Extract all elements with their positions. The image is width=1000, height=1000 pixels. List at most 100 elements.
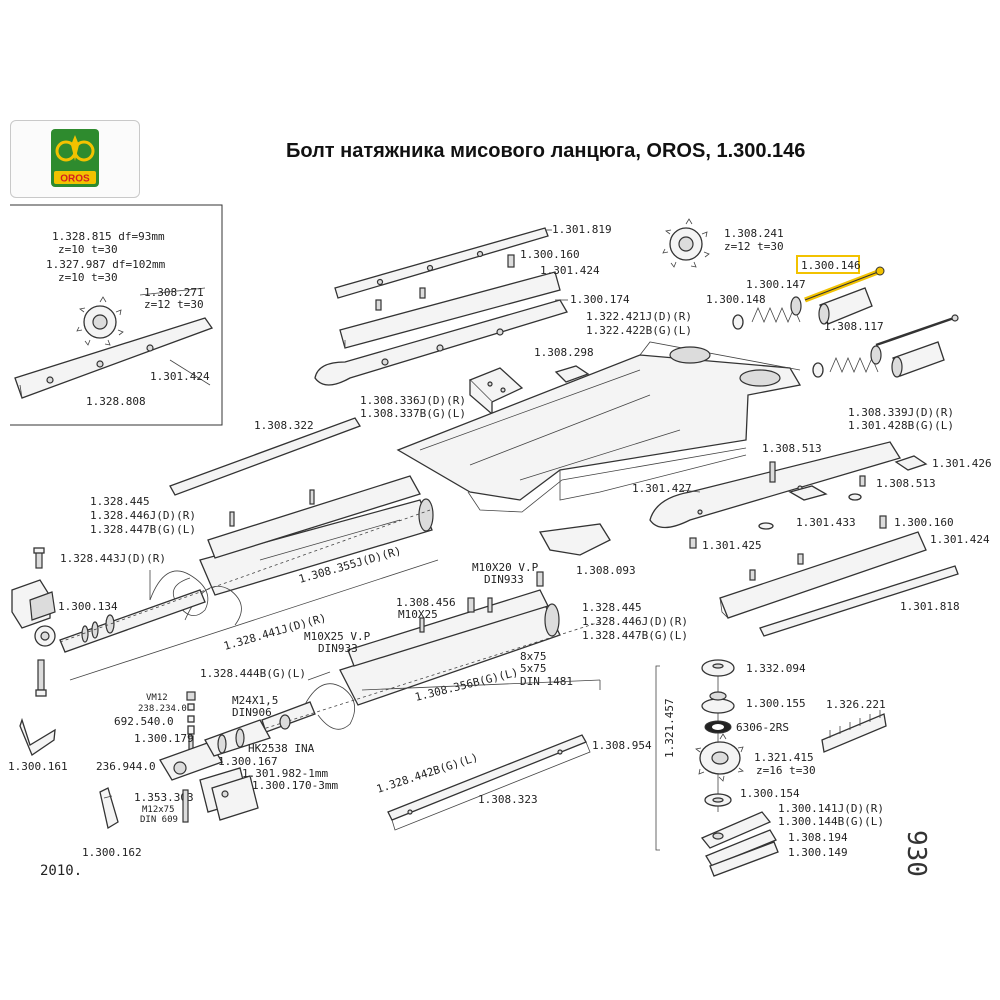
bolt-1300160-right — [879, 515, 887, 529]
label-1300170: 1.300.170-3mm — [252, 779, 338, 792]
label-din906: DIN906 — [232, 706, 272, 719]
label-1301428: 1.301.428B(G)(L) — [848, 419, 954, 432]
label-1308337: 1.308.337B(G)(L) — [360, 407, 466, 420]
logo-text: OROS — [60, 174, 90, 185]
label-1308093: 1.308.093 — [576, 564, 636, 577]
rail-1328442 — [387, 734, 591, 831]
label-1322422: 1.322.422B(G)(L) — [586, 324, 692, 337]
cap-1332094 — [701, 659, 735, 812]
label-1308117: 1.308.117 — [824, 320, 884, 333]
label-1300179: 1.300.179 — [134, 732, 194, 745]
page-title: Болт натяжника мисового ланцюга, OROS, 1… — [286, 140, 806, 162]
label-hk2538: HK2538 INA — [248, 742, 315, 755]
label-1300147: 1.300.147 — [746, 278, 806, 291]
label-1321457: 1.321.457 — [663, 698, 676, 758]
bearing-6306 — [704, 720, 732, 734]
label-1308513-b: 1.308.513 — [876, 477, 936, 490]
page-code: 930 — [901, 830, 931, 877]
label-1300141: 1.300.141J(D)(R) — [778, 802, 884, 815]
label-1308954: 1.308.954 — [592, 739, 652, 752]
label-8x75: 8x75 — [520, 650, 547, 663]
label-1326221: 1.326.221 — [826, 698, 886, 711]
oros-logo: OROS — [10, 120, 140, 198]
label-1301424-right: 1.301.424 — [930, 533, 990, 546]
label-1300174: 1.300.174 — [570, 293, 630, 306]
label-1328444: 1.328.444B(G)(L) — [200, 667, 306, 680]
rail-1301424-top — [339, 271, 561, 349]
label-1301818: 1.301.818 — [900, 600, 960, 613]
tensioner-bolt-lower — [812, 314, 959, 378]
label-1300154: 1.300.154 — [740, 787, 800, 800]
label-1328815: 1.328.815 df=93mm — [52, 230, 165, 243]
label-1300148: 1.300.148 — [706, 293, 766, 306]
label-1300144: 1.300.144B(G)(L) — [778, 815, 884, 828]
tube-1308117 — [818, 287, 873, 325]
inset-sprocket — [76, 296, 124, 346]
label-1301427: 1.301.427 — [632, 482, 692, 495]
sprocket-1308241 — [662, 218, 710, 268]
label-m24: M24X1,5 — [232, 694, 278, 707]
label-1308298: 1.308.298 — [534, 346, 594, 359]
logo-text-bar — [54, 171, 96, 184]
label-1300160-top: 1.300.160 — [520, 248, 580, 261]
label-1308241: 1.308.241 — [724, 227, 784, 240]
label-1301426: 1.301.426 — [932, 457, 992, 470]
inset-strike-line-2 — [169, 359, 211, 386]
label-1332094: 1.332.094 — [746, 662, 806, 675]
label-1300161: 1.300.161 — [8, 760, 68, 773]
shaft-left — [59, 589, 206, 653]
label-1300162: 1.300.162 — [82, 846, 142, 859]
label-238234: 238.234.0 — [138, 704, 187, 714]
inset-frame — [10, 204, 223, 426]
label-m10x25-a: M10X25 — [398, 608, 438, 621]
year-label: 2010. — [40, 863, 82, 879]
label-6306: 6306-2RS — [736, 721, 789, 734]
sprocket-1321415 — [695, 733, 744, 782]
label-din1481: DIN 1481 — [520, 675, 573, 688]
auger-tube-1308356 — [261, 589, 561, 733]
label-1328447-a: 1.328.447B(G)(L) — [90, 523, 196, 536]
highlight-box-1300146 — [796, 255, 860, 274]
label-din933-b: DIN933 — [318, 642, 358, 655]
divider-plate-1308339 — [649, 441, 902, 529]
bracket-1301427 — [788, 485, 862, 501]
plate-1300149 — [709, 841, 779, 877]
label-1300167: 1.300.167 — [218, 755, 278, 768]
label-1328815-z: z=10 t=30 — [58, 243, 118, 256]
clip-1301426 — [894, 455, 928, 471]
rail-1308322 — [169, 417, 361, 496]
label-1322421: 1.322.421J(D)(R) — [586, 310, 692, 323]
label-1328443: 1.328.443J(D)(R) — [60, 552, 166, 565]
label-1300134: 1.300.134 — [58, 600, 118, 613]
label-1328446-a: 1.328.446J(D)(R) — [90, 509, 196, 522]
label-1308271-z: z=12 t=30 — [144, 298, 204, 311]
plate-1308194 — [705, 829, 777, 867]
label-1301819: 1.301.819 — [552, 223, 612, 236]
inset-strike-line — [139, 287, 206, 296]
label-1301425: 1.301.425 — [702, 539, 762, 552]
label-1321415-z: z=16 t=30 — [756, 764, 816, 777]
bracket-1308298 — [468, 367, 524, 416]
rail-1301819 — [334, 227, 549, 299]
label-1301424-top: 1.301.424 — [540, 264, 600, 277]
label-236944: 236.944.0 — [96, 760, 156, 773]
bolt-1301425 — [689, 537, 697, 549]
knife-1300162 — [99, 787, 119, 830]
washer-1300148 — [732, 314, 744, 330]
bearing-housing-1300134 — [11, 579, 56, 647]
label-vm12: VM12 — [146, 693, 168, 703]
clip-1300161 — [19, 717, 56, 756]
label-1300146: 1.300.146 — [801, 259, 861, 272]
label-1327987: 1.327.987 df=102mm — [46, 258, 166, 271]
label-1301982: 1.301.982-1mm — [242, 767, 328, 780]
label-1328808: 1.328.808 — [86, 395, 146, 408]
skid-1308093 — [538, 523, 611, 556]
label-1328445-a: 1.328.445 — [90, 495, 150, 508]
label-1308513-a: 1.308.513 — [762, 442, 822, 455]
label-m10x20: M10X20 V.P — [472, 561, 539, 574]
bolt-1300160-top — [507, 254, 515, 268]
bolt-left-top — [33, 547, 45, 569]
label-1308271: 1.308.271 — [144, 286, 204, 299]
label-1301424-inset: 1.301.424 — [150, 370, 210, 383]
